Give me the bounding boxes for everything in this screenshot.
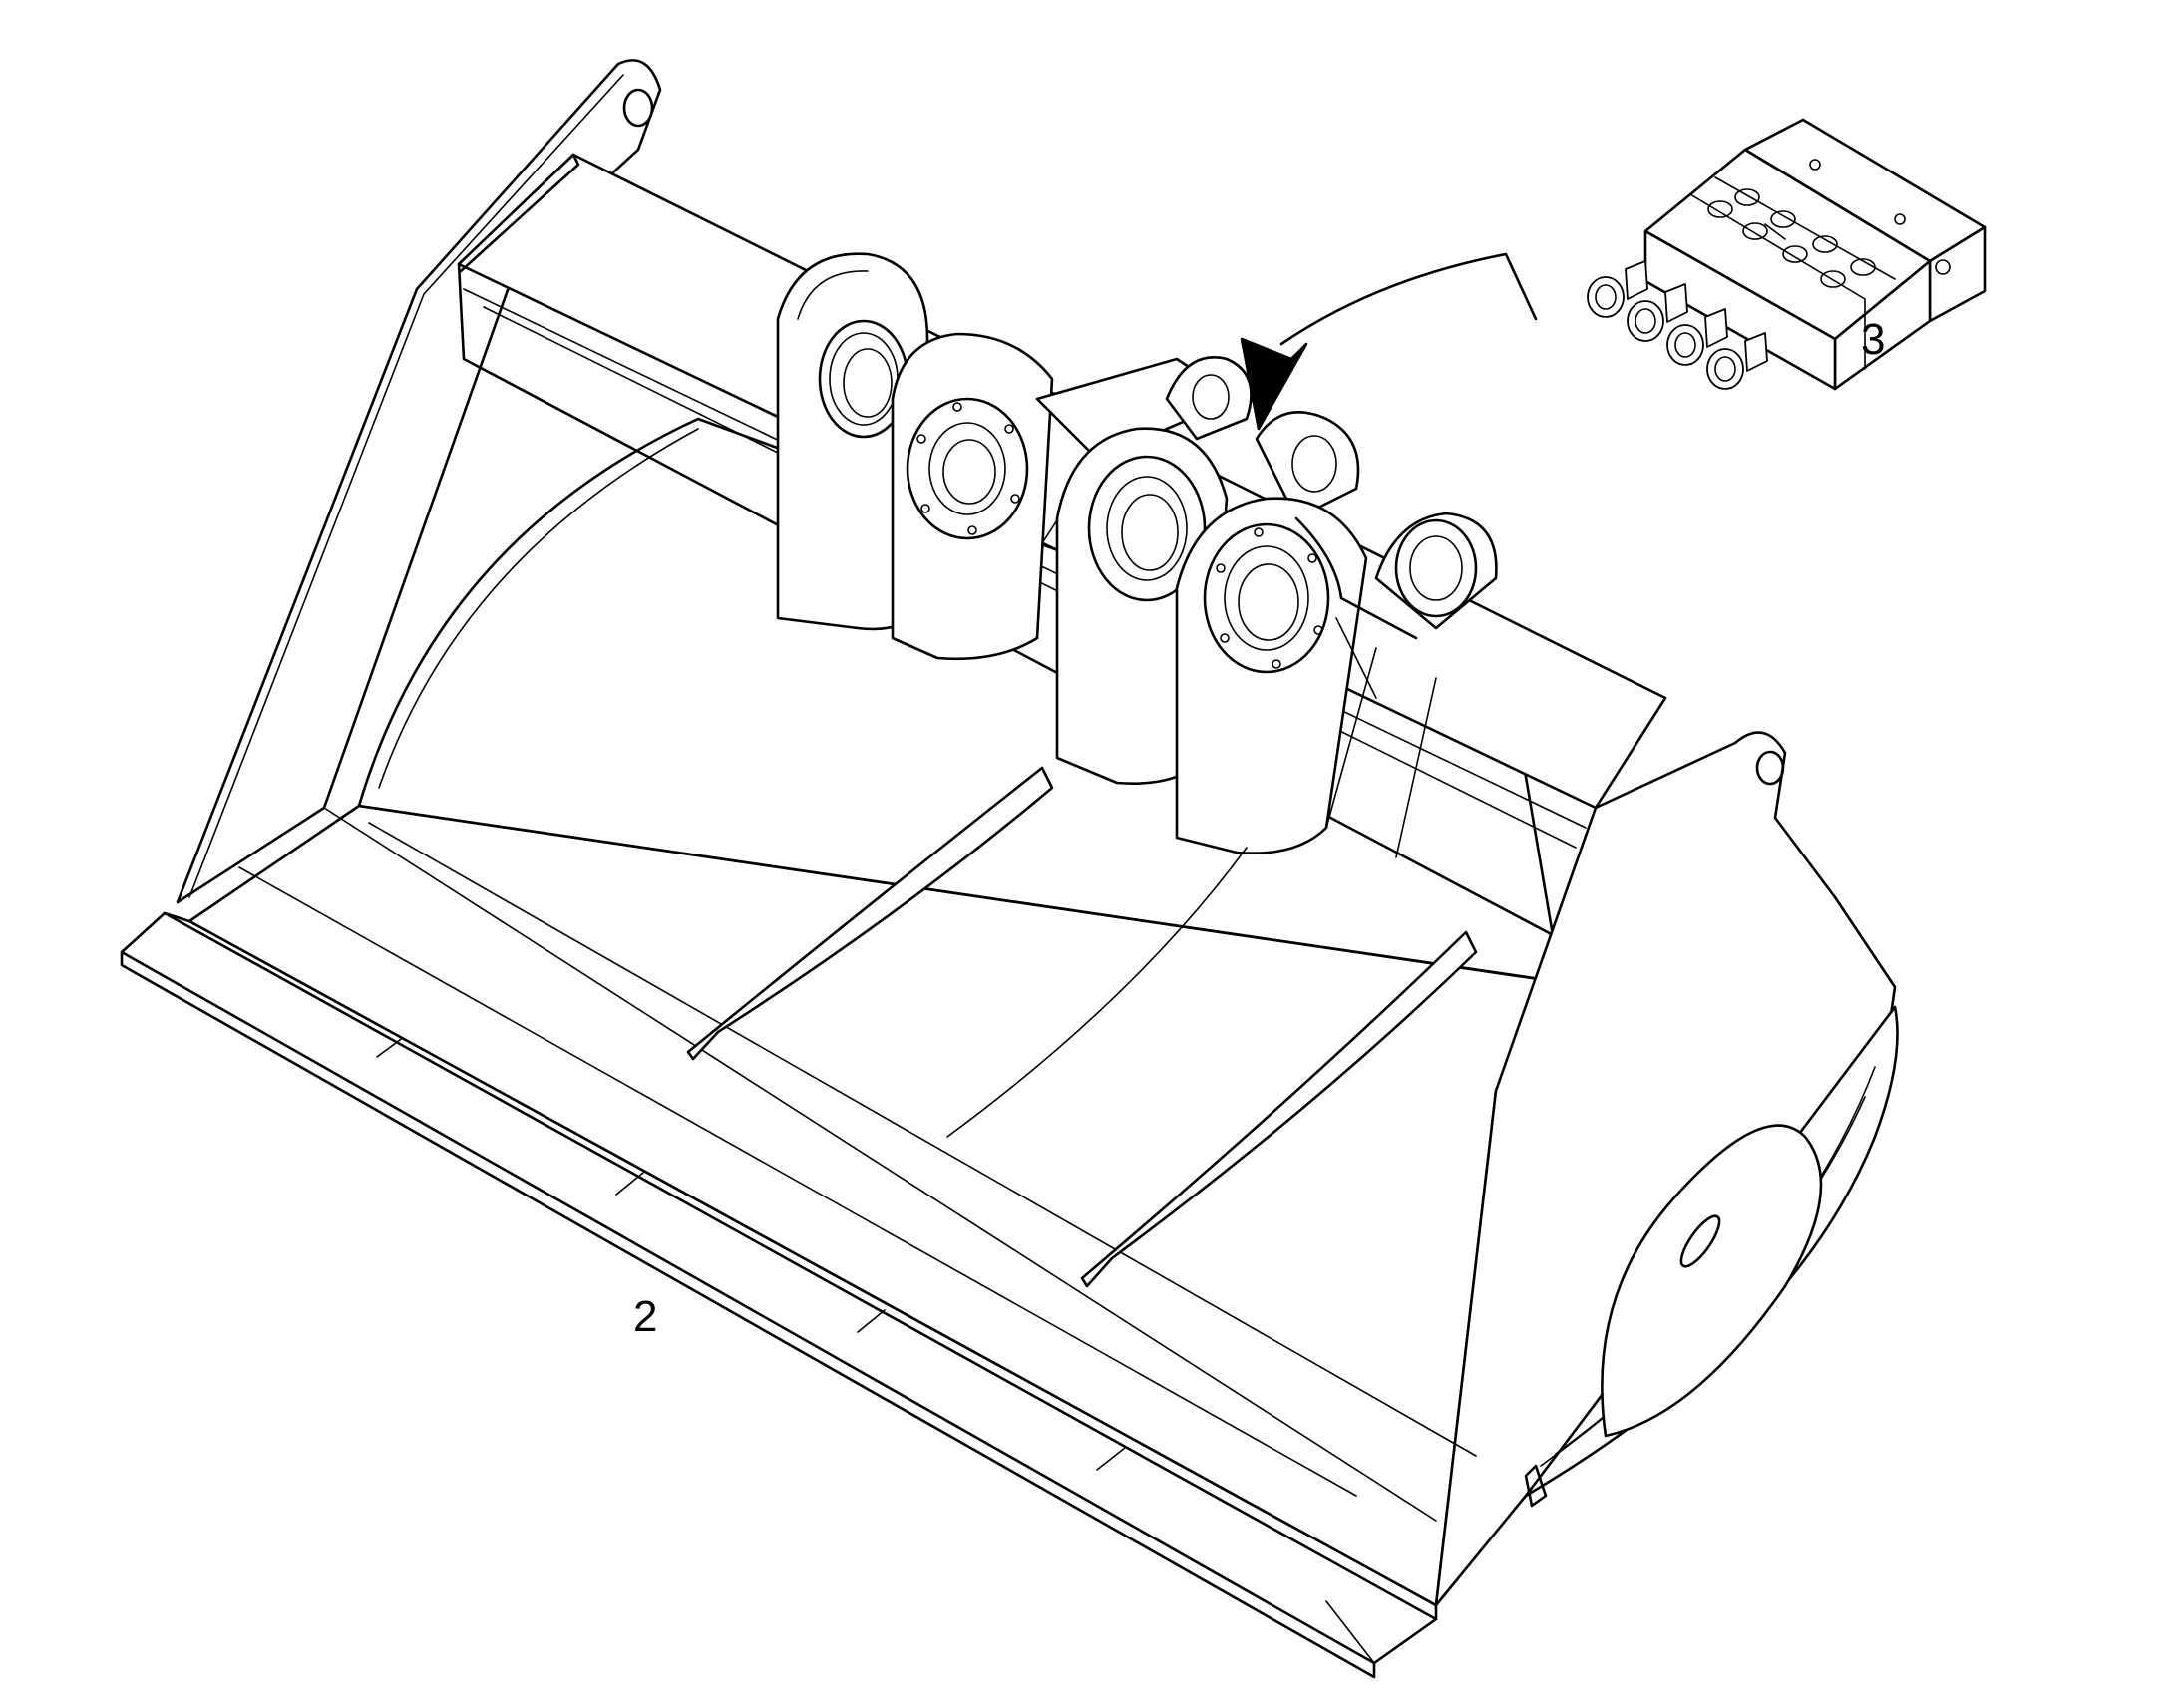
arrow-head-icon xyxy=(1240,337,1308,431)
mounting-lugs xyxy=(776,252,1498,854)
tines xyxy=(686,766,1478,1288)
callout-bucket: 2 xyxy=(633,1292,657,1341)
left-side-plate xyxy=(176,59,662,904)
leader-curve xyxy=(1279,252,1538,346)
fitting-3 xyxy=(1666,308,1728,366)
detail-arrow xyxy=(1240,252,1538,431)
bucket-assembly xyxy=(120,59,1899,1679)
lug-7 xyxy=(1374,512,1498,630)
tine-right xyxy=(1080,930,1478,1288)
lug-6 xyxy=(1175,497,1368,854)
valve-block xyxy=(1587,118,1987,391)
bucket-end-dome xyxy=(1524,1005,1899,1508)
fitting-4 xyxy=(1706,332,1768,390)
fitting-2 xyxy=(1627,283,1688,342)
lug-5 xyxy=(1165,356,1253,441)
callout-valve-block: 3 xyxy=(1861,315,1885,364)
lug-2 xyxy=(891,332,1054,661)
cutting-edge xyxy=(120,911,1438,1679)
lug-4 xyxy=(1255,411,1360,520)
fitting-1 xyxy=(1587,260,1648,318)
tine-left xyxy=(686,766,1054,1061)
